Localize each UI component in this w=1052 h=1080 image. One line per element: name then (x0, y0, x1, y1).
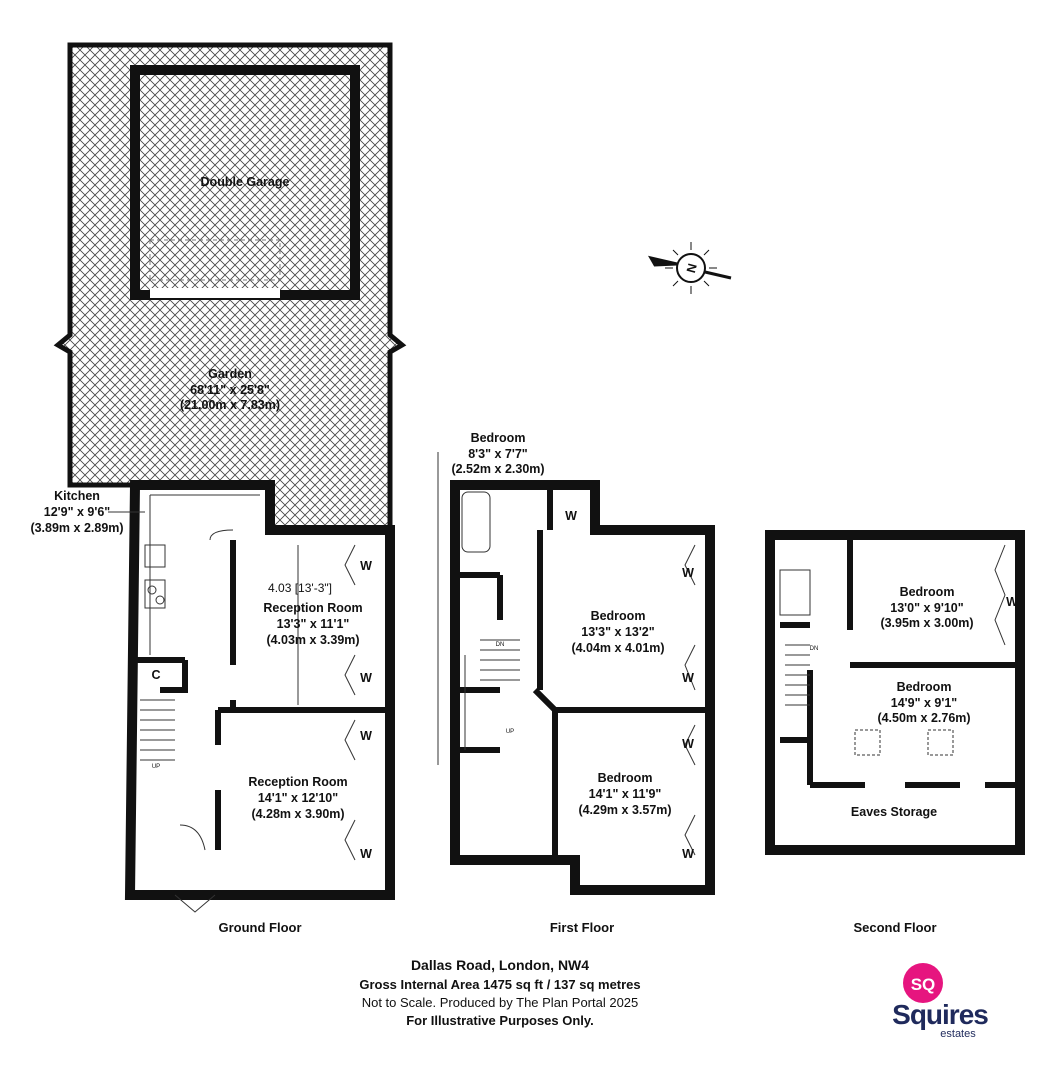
bedroom-b-label: Bedroom (897, 680, 952, 694)
first-floor-title: First Floor (550, 920, 614, 935)
reception1-metric: (4.03m x 3.39m) (266, 633, 359, 647)
wardrobe-label: W (682, 737, 694, 751)
bedroom-a-imperial: 13'0" x 9'10" (890, 601, 963, 615)
bedroom-a-imperial: 13'3" x 13'2" (581, 625, 654, 639)
bedroom-b-label: Bedroom (598, 771, 653, 785)
stairs-label: UP (152, 764, 160, 770)
wardrobe-label: W (682, 671, 694, 685)
kitchen-metric: (3.89m x 2.89m) (30, 521, 123, 535)
disclaimer: For Illustrative Purposes Only. (406, 1013, 594, 1028)
reception2-metric: (4.28m x 3.90m) (251, 807, 344, 821)
stairs-dn-label: DN (810, 646, 819, 652)
kitchen-imperial: 12'9" x 9'6" (44, 505, 111, 519)
bedroom-a-metric: (3.95m x 3.00m) (880, 616, 973, 630)
bedroom-small-label: Bedroom (471, 431, 526, 445)
garden-metric: (21.00m x 7.83m) (180, 398, 280, 412)
wardrobe-label: W (360, 559, 372, 573)
bedroom-a-label: Bedroom (900, 585, 955, 599)
wardrobe-label: W (360, 671, 372, 685)
address: Dallas Road, London, NW4 (410, 957, 590, 973)
reception2-imperial: 14'1" x 12'10" (258, 791, 338, 805)
reception2-label: Reception Room (248, 775, 347, 789)
bedroom-b-metric: (4.29m x 3.57m) (578, 803, 671, 817)
garage-label: Double Garage (201, 175, 290, 189)
wardrobe-label: W (360, 847, 372, 861)
wardrobe-label: W (682, 847, 694, 861)
stairs-dn-label: DN (496, 642, 505, 648)
compass-label: N (684, 262, 700, 274)
ground-floor-plan: Double Garage Garden 68'11" x 25'8" (21.… (30, 42, 407, 935)
compass-icon: N (647, 242, 732, 294)
bedroom-a-label: Bedroom (591, 609, 646, 623)
reception1-imperial: 13'3" x 11'1" (277, 617, 350, 631)
bedroom-small-imperial: 8'3" x 7'7" (468, 447, 528, 461)
ground-floor-title: Ground Floor (218, 920, 301, 935)
gross-internal-area: Gross Internal Area 1475 sq ft / 137 sq … (359, 977, 641, 992)
bedroom-b-imperial: 14'1" x 11'9" (589, 787, 662, 801)
stairs-up-label: UP (506, 729, 514, 735)
cupboard-label: C (151, 668, 160, 682)
second-floor-plan: Bedroom 13'0" x 9'10" (3.95m x 3.00m) Be… (765, 530, 1025, 935)
scale-note: Not to Scale. Produced by The Plan Porta… (361, 995, 639, 1010)
svg-text:SQ: SQ (911, 975, 936, 994)
wardrobe-label: W (682, 566, 694, 580)
bedroom-small-metric: (2.52m x 2.30m) (451, 462, 544, 476)
first-floor-plan: Bedroom 8'3" x 7'7" (2.52m x 2.30m) Bedr… (437, 431, 715, 935)
bedroom-b-imperial: 14'9" x 9'1" (891, 696, 958, 710)
second-floor-title: Second Floor (853, 920, 936, 935)
bedroom-a-metric: (4.04m x 4.01m) (571, 641, 664, 655)
wardrobe-label: W (1006, 595, 1018, 609)
kitchen-label: Kitchen (54, 489, 100, 503)
garden-imperial: 68'11" x 25'8" (190, 383, 270, 397)
squires-logo: SQ Squires estates (892, 963, 989, 1040)
wardrobe-label: W (360, 729, 372, 743)
reception1-label: Reception Room (263, 601, 362, 615)
garden-label: Garden (208, 367, 252, 381)
bedroom-b-metric: (4.50m x 2.76m) (877, 711, 970, 725)
wardrobe-label: W (565, 509, 577, 523)
svg-text:estates: estates (940, 1028, 976, 1040)
reception1-measure: 4.03 [13'-3"] (268, 581, 332, 595)
eaves-storage-label: Eaves Storage (851, 805, 937, 819)
svg-text:Squires: Squires (892, 999, 988, 1030)
